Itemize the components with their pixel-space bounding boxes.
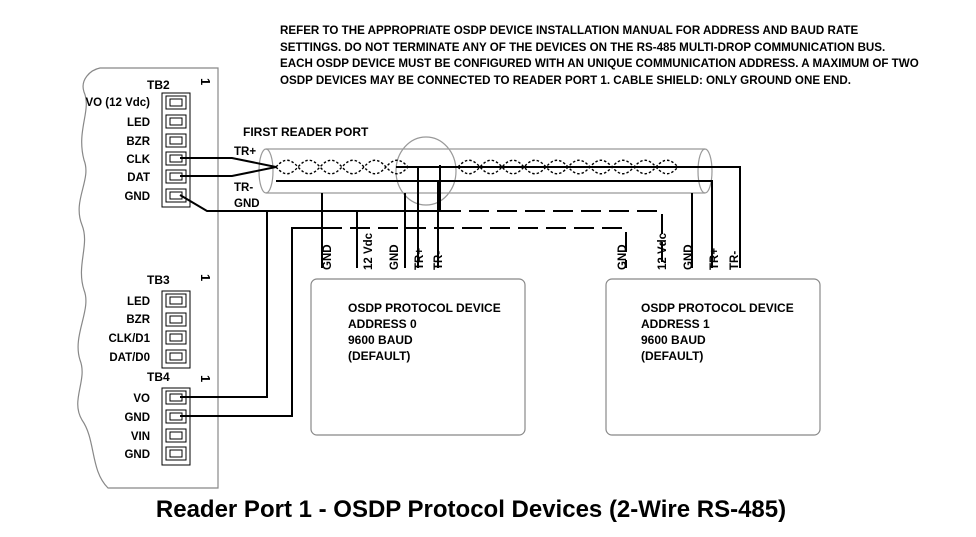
osdp-device-0-baud: 9600 BAUD	[348, 333, 413, 347]
tb3-label: TB3	[147, 273, 170, 287]
tb4-label: TB4	[147, 370, 170, 384]
osdp-device-0-address: ADDRESS 0	[348, 317, 417, 331]
device-0-terminal-gnd-2: GND	[389, 244, 401, 270]
tb3-terminal-block: TB3 1 LED BZR CLK/D1 DAT/D0	[108, 273, 213, 369]
osdp-device-1-title: OSDP PROTOCOL DEVICE	[641, 301, 794, 315]
wires	[179, 157, 741, 417]
osdp-device-1-baud: 9600 BAUD	[641, 333, 706, 347]
tb4-pin-gnd: GND	[124, 412, 150, 424]
dashed-wires	[322, 210, 663, 268]
tb2-terminal-block: TB2 1 VO (12 Vdc) LED BZR CLK DAT GND	[85, 78, 213, 208]
tb2-pin-gnd: GND	[124, 191, 150, 203]
device-1-terminal-tr-minus: TR-	[729, 251, 741, 270]
tb4-pin-vo: VO	[133, 393, 150, 405]
installation-note: REFER TO THE APPROPRIATE OSDP DEVICE INS…	[280, 24, 919, 87]
gnd-tag: GND	[234, 198, 260, 210]
first-reader-port-label: FIRST READER PORT	[243, 125, 369, 139]
tb4-pin1-marker: 1	[198, 375, 213, 382]
device-0-terminal-gnd: GND	[322, 244, 334, 270]
osdp-device-0: OSDP PROTOCOL DEVICE ADDRESS 0 9600 BAUD…	[310, 278, 526, 436]
tb3-pin-led: LED	[127, 296, 150, 308]
controller-board-outline	[77, 67, 219, 489]
tb2-pin-bzr: BZR	[126, 136, 150, 148]
diagram-caption: Reader Port 1 - OSDP Protocol Devices (2…	[155, 496, 787, 523]
device-0-terminal-tr-minus: TR-	[433, 251, 445, 270]
tb4-terminal-block: TB4 1 VO GND VIN GND	[124, 370, 213, 466]
osdp-device-0-title: OSDP PROTOCOL DEVICE	[348, 301, 501, 315]
tb2-label: TB2	[147, 78, 170, 92]
tb3-pin-clk-d1: CLK/D1	[108, 333, 150, 345]
device-0-terminals: GND 12 Vdc GND TR+ TR-	[322, 232, 445, 270]
tb3-pin-bzr: BZR	[126, 314, 150, 326]
tb2-pin-dat: DAT	[127, 172, 150, 184]
osdp-device-0-default: (DEFAULT)	[348, 349, 410, 363]
osdp-device-1-box	[605, 278, 821, 436]
device-1-terminals: GND 12 Vdc GND TR+ TR-	[617, 232, 741, 270]
tb4-pin-gnd-2: GND	[124, 449, 150, 461]
device-1-terminal-gnd-2: GND	[683, 244, 695, 270]
tb3-pin-dat-d0: DAT/D0	[109, 352, 150, 364]
tb4-pin-vin: VIN	[131, 431, 150, 443]
tr-minus-tag: TR-	[234, 182, 253, 194]
osdp-device-0-box	[310, 278, 526, 436]
osdp-device-1-default: (DEFAULT)	[641, 349, 703, 363]
device-0-terminal-tr-plus: TR+	[414, 248, 426, 270]
device-1-terminal-tr-plus: TR+	[709, 248, 721, 270]
device-0-terminal-12vdc: 12 Vdc	[363, 232, 375, 270]
tb2-pin-led: LED	[127, 117, 150, 129]
tb2-pin-clk: CLK	[126, 154, 150, 166]
tr-plus-tag: TR+	[234, 146, 256, 158]
tb3-pin1-marker: 1	[198, 274, 213, 281]
tb2-pin-vo: VO (12 Vdc)	[85, 97, 150, 109]
tb2-pin1-marker: 1	[198, 78, 213, 85]
osdp-device-1-address: ADDRESS 1	[641, 317, 710, 331]
device-1-terminal-12vdc: 12 Vdc	[657, 232, 669, 270]
shielded-cable	[258, 136, 713, 206]
device-1-terminal-gnd: GND	[617, 244, 629, 270]
osdp-device-1: OSDP PROTOCOL DEVICE ADDRESS 1 9600 BAUD…	[605, 278, 821, 436]
